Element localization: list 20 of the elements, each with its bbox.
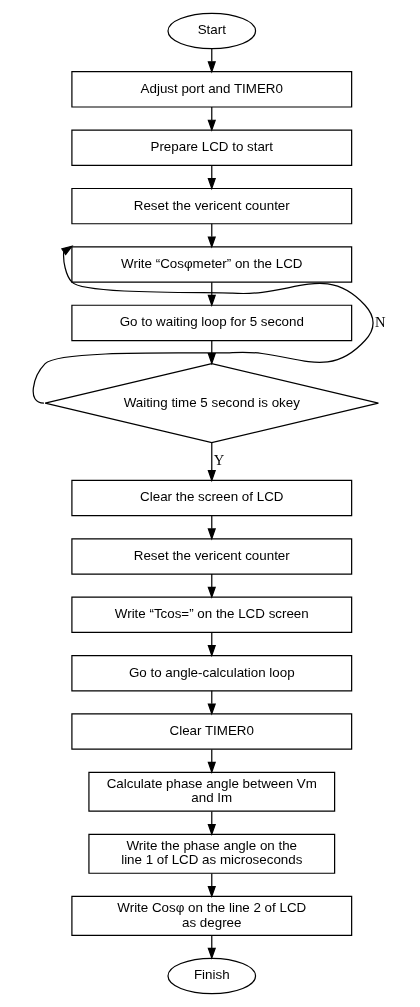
node-ellipse: Finish (166, 957, 256, 995)
node-box: Go to angle-calculation loop (70, 654, 352, 692)
arrow (32, 245, 374, 404)
node-box: Reset the vericent counter (70, 538, 352, 575)
node-box: Go to waiting loop for 5 second (70, 304, 352, 342)
node-ellipse: Start (166, 12, 256, 50)
arrow (207, 442, 216, 483)
node-box: Write “Tcos=” on the LCD screen (70, 596, 352, 634)
node-box: Clear TIMER0 (70, 713, 352, 750)
node-box: Write “Cosφmeter” on the LCD (70, 246, 352, 283)
node-box: Clear the screen of LCD (70, 479, 352, 517)
edge-label: Y (213, 452, 224, 469)
node-box: Adjust port and TIMER0 (70, 71, 352, 108)
node-box: Write the phase angle on the line 1 of LCD as microseconds (87, 833, 335, 874)
node-box: Calculate phase angle between Vm and Im (87, 771, 335, 812)
node-diamond: Waiting time 5 second is okey (44, 363, 379, 444)
node-box: Reset the vericent counter (70, 187, 352, 225)
edge-label: N (374, 313, 385, 330)
node-box: Prepare LCD to start (70, 129, 352, 166)
node-box: Write Cosφ on the line 2 of LCD as degree (70, 895, 352, 936)
